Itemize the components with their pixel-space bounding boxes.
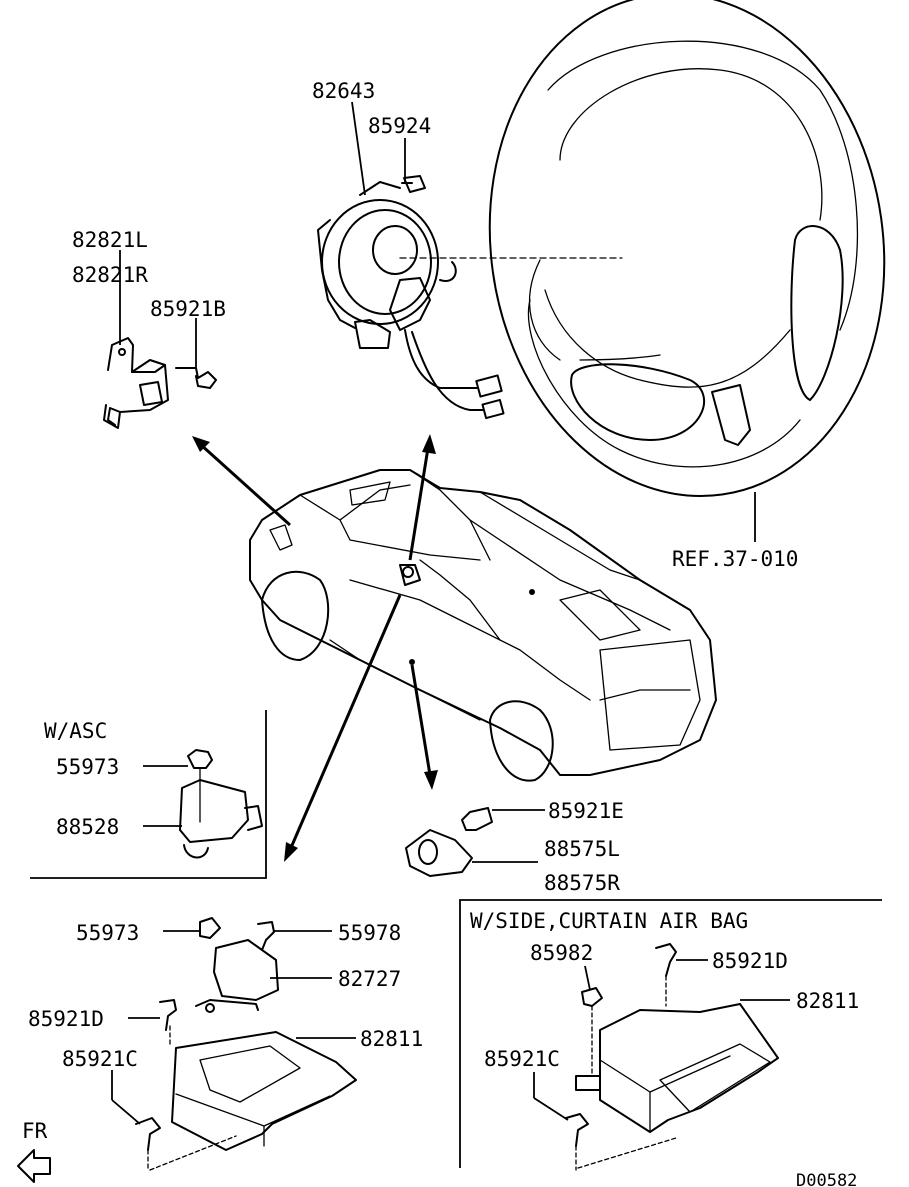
part-number-82727: 82727 — [338, 967, 401, 991]
front-impact-sensor-drawing — [103, 337, 217, 429]
wasc-label: W/ASC — [44, 719, 107, 743]
part-number-85982: 85982 — [530, 941, 593, 965]
side-sensor-drawing — [405, 807, 493, 877]
part-number-82821R: 82821R — [72, 263, 148, 287]
fr-label: FR — [22, 1119, 48, 1143]
srs-unit-right-drawing — [565, 943, 779, 1171]
part-number-88575R: 88575R — [544, 871, 620, 895]
leader-85921Ca-2 — [111, 1099, 141, 1125]
part-number-88575L: 88575L — [544, 837, 620, 861]
part-number-55973-asc: 55973 — [56, 755, 119, 779]
part-number-85921C-left: 85921C — [62, 1047, 138, 1071]
part-number-85924: 85924 — [368, 114, 431, 138]
part-number-85921B: 85921B — [150, 297, 226, 321]
part-number-82643: 82643 — [312, 79, 375, 103]
wside-label: W/SIDE,CURTAIN AIR BAG — [470, 909, 748, 933]
clock-spring-drawing — [317, 175, 505, 420]
part-number-85921C-right: 85921C — [484, 1047, 560, 1071]
part-number-85921E: 85921E — [548, 799, 624, 823]
part-number-82811-left: 82811 — [360, 1027, 423, 1051]
wasc-frame — [30, 710, 267, 879]
leader-85921Cb-2 — [533, 1097, 569, 1121]
srs-unit-left-drawing — [135, 917, 357, 1171]
wside-frame — [459, 899, 882, 1168]
part-number-55973: 55973 — [76, 921, 139, 945]
diagram-code: D00582 — [796, 1171, 857, 1187]
part-number-85921D-right: 85921D — [712, 949, 788, 973]
leader-85982 — [584, 965, 591, 991]
steering-wheel-drawing — [488, 0, 886, 498]
leader-82643 — [351, 101, 366, 196]
part-number-82821L: 82821L — [72, 228, 148, 252]
ref-label: REF.37-010 — [672, 547, 798, 571]
vehicle-drawing — [249, 469, 717, 782]
part-number-82811-right: 82811 — [796, 989, 859, 1013]
part-number-88528: 88528 — [56, 815, 119, 839]
part-number-55978: 55978 — [338, 921, 401, 945]
asc-sensor-drawing — [179, 749, 263, 859]
fr-arrow-icon — [17, 1149, 51, 1183]
part-number-85921D-left: 85921D — [28, 1007, 104, 1031]
callout-arrows — [192, 434, 438, 862]
